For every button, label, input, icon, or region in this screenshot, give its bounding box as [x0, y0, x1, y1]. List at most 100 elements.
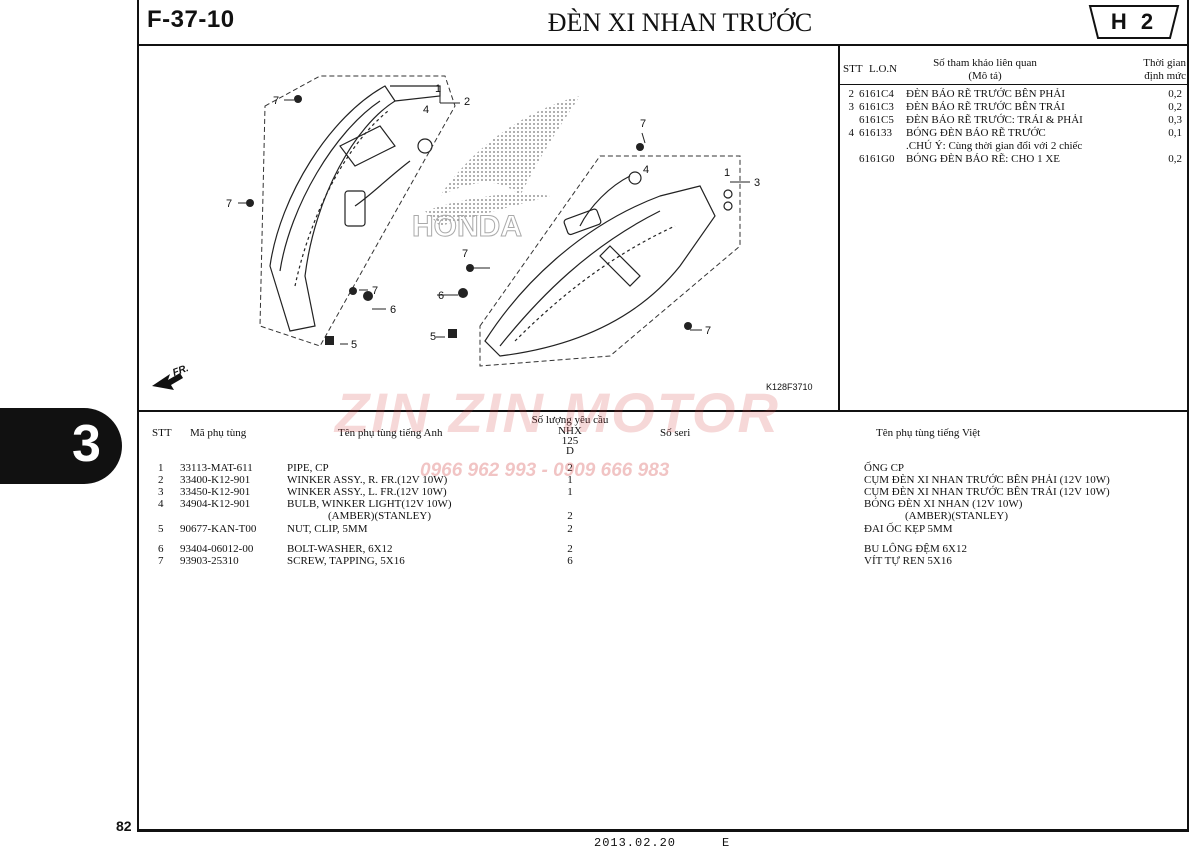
part-cell: BÓNG ĐÈN XI NHAN (12V 10W) — [864, 498, 1023, 510]
part-cell: 93903-25310 — [180, 555, 239, 567]
part-cell: 5 — [158, 523, 164, 535]
svg-text:1: 1 — [724, 167, 730, 179]
svg-text:4: 4 — [423, 104, 429, 116]
ref-cell: 0,2 — [1168, 88, 1182, 100]
edition-mark: E — [722, 836, 730, 850]
ref-header-divider — [840, 84, 1187, 85]
part-cell: 2 — [567, 543, 573, 555]
part-cell: 4 — [158, 498, 164, 510]
ref-cell: 3 — [848, 101, 855, 113]
part-cell: ỐNG CP — [864, 462, 905, 474]
parts-col-qty-model: NHX — [558, 425, 582, 437]
part-cell: ĐAI ỐC KẸP 5MM — [864, 523, 953, 535]
ref-cell: 0,2 — [1168, 153, 1182, 165]
svg-text:7: 7 — [226, 198, 232, 210]
part-cell: 33400-K12-901 — [180, 474, 251, 486]
svg-text:1: 1 — [435, 83, 441, 95]
part-cell: 1 — [567, 474, 573, 486]
part-cell: CỤM ĐÈN XI NHAN TRƯỚC BÊN TRÁI (12V 10W) — [864, 486, 1110, 498]
svg-text:7: 7 — [273, 95, 279, 107]
diagram-divider — [137, 410, 1189, 412]
part-cell: (AMBER)(STANLEY) — [905, 510, 1008, 522]
ref-cell: 616133 — [859, 127, 892, 139]
part-cell: NUT, CLIP, 5MM — [287, 523, 368, 535]
part-cell: (AMBER)(STANLEY) — [328, 510, 431, 522]
ref-cell: ĐÈN BÁO RẼ TRƯỚC BÊN TRÁI — [906, 101, 1065, 113]
svg-text:2: 2 — [464, 96, 470, 108]
front-arrow-icon: FR. — [152, 363, 190, 390]
ref-cell: 0,2 — [1168, 101, 1182, 113]
part-cell: 2 — [567, 523, 573, 535]
ref-col-time: Thời gian — [1143, 57, 1186, 69]
ref-cell: .CHÚ Ý: Cùng thời gian đổi với 2 chiếc — [906, 140, 1083, 152]
figure-code: K128F3710 — [766, 382, 813, 392]
ref-col-lon: L.O.N — [869, 63, 898, 75]
part-cell: 2 — [567, 510, 573, 522]
ref-cell: BÓNG ĐÈN BÁO RẼ: CHO 1 XE — [906, 153, 1060, 165]
part-cell: 33450-K12-901 — [180, 486, 251, 498]
ref-col-ref: Số tham khảo liên quan — [933, 57, 1037, 69]
ref-cell: BÓNG ĐÈN BÁO RẼ TRƯỚC — [906, 127, 1046, 139]
ref-cell: 6161G0 — [859, 153, 895, 165]
publish-date: 2013.02.20 — [594, 836, 677, 850]
part-cell: 34904-K12-901 — [180, 498, 251, 510]
part-cell: 7 — [158, 555, 164, 567]
svg-text:7: 7 — [462, 248, 468, 260]
ref-cell: 6161C5 — [859, 114, 894, 126]
parts-col-code: Mã phụ tùng — [190, 427, 247, 439]
parts-col-qty: Số lượng yêu cầu — [531, 414, 609, 426]
parts-col-serial: Số seri — [660, 427, 691, 439]
part-cell: 2 — [567, 462, 573, 474]
parts-col-en: Tên phụ tùng tiếng Anh — [338, 427, 443, 439]
part-cell: 1 — [158, 462, 164, 474]
part-cell: 1 — [567, 486, 573, 498]
page-frame — [137, 0, 1189, 832]
part-cell: 93404-06012-00 — [180, 543, 254, 555]
ref-cell: ĐÈN BÁO RẼ TRƯỚC BÊN PHẢI — [906, 88, 1065, 100]
section-code: F-37-10 — [147, 6, 235, 33]
ref-cell: 0,3 — [1168, 114, 1182, 126]
part-cell: VÍT TỰ REN 5X16 — [864, 555, 952, 567]
ref-cell: 0,1 — [1168, 127, 1182, 139]
honda-wing-icon — [440, 96, 580, 196]
parts-col-qty-model2: 125 — [561, 435, 579, 447]
reference-divider — [838, 44, 840, 411]
svg-text:5: 5 — [430, 331, 436, 343]
callout-labels: 7 1 2 4 7 7 5 6 7 4 1 3 7 6 5 7 — [226, 83, 760, 351]
svg-text:6: 6 — [438, 290, 444, 302]
part-cell: WINKER ASSY., R. FR.(12V 10W) — [287, 474, 448, 486]
part-cell: SCREW, TAPPING, 5X16 — [287, 555, 405, 567]
part-cell: 2 — [158, 474, 164, 486]
part-cell: 6 — [567, 555, 573, 567]
parts-col-vn: Tên phụ tùng tiếng Việt — [876, 427, 981, 439]
chapter-tab: 3 — [0, 408, 122, 484]
ref-cell: ĐÈN BÁO RẼ TRƯỚC: TRÁI & PHẢI — [906, 114, 1083, 126]
svg-text:7: 7 — [705, 325, 711, 337]
tab-shape-icon — [1088, 5, 1180, 39]
winker-left-assembly — [484, 171, 733, 357]
ref-cell: 4 — [848, 127, 855, 139]
part-cell: 90677-KAN-T00 — [180, 523, 257, 535]
part-cell: BOLT-WASHER, 6X12 — [287, 543, 393, 555]
parts-col-qty-model3: D — [566, 445, 574, 457]
part-cell: 33113-MAT-611 — [180, 462, 253, 474]
ref-cell: 6161C4 — [859, 88, 894, 100]
svg-text:7: 7 — [372, 285, 378, 297]
part-cell: 3 — [158, 486, 164, 498]
parts-col-stt: STT — [152, 427, 172, 439]
svg-text:7: 7 — [640, 118, 646, 130]
chapter-number: 3 — [72, 415, 101, 473]
part-cell: WINKER ASSY., L. FR.(12V 10W) — [287, 486, 447, 498]
exploded-diagram: HONDA — [152, 75, 813, 392]
svg-text:3: 3 — [754, 177, 760, 189]
ref-cell: 2 — [848, 88, 855, 100]
ref-cell: 6161C3 — [859, 101, 894, 113]
honda-brand-text: HONDA — [412, 210, 522, 243]
header-divider — [137, 44, 1189, 46]
group-tab: H 2 — [1088, 4, 1180, 40]
svg-text:5: 5 — [351, 339, 357, 351]
screw-icons — [246, 95, 692, 345]
part-cell: PIPE, CP — [287, 462, 329, 474]
ref-col-stt: STT — [843, 63, 863, 75]
part-cell: BU LÔNG ĐỆM 6X12 — [864, 543, 967, 555]
